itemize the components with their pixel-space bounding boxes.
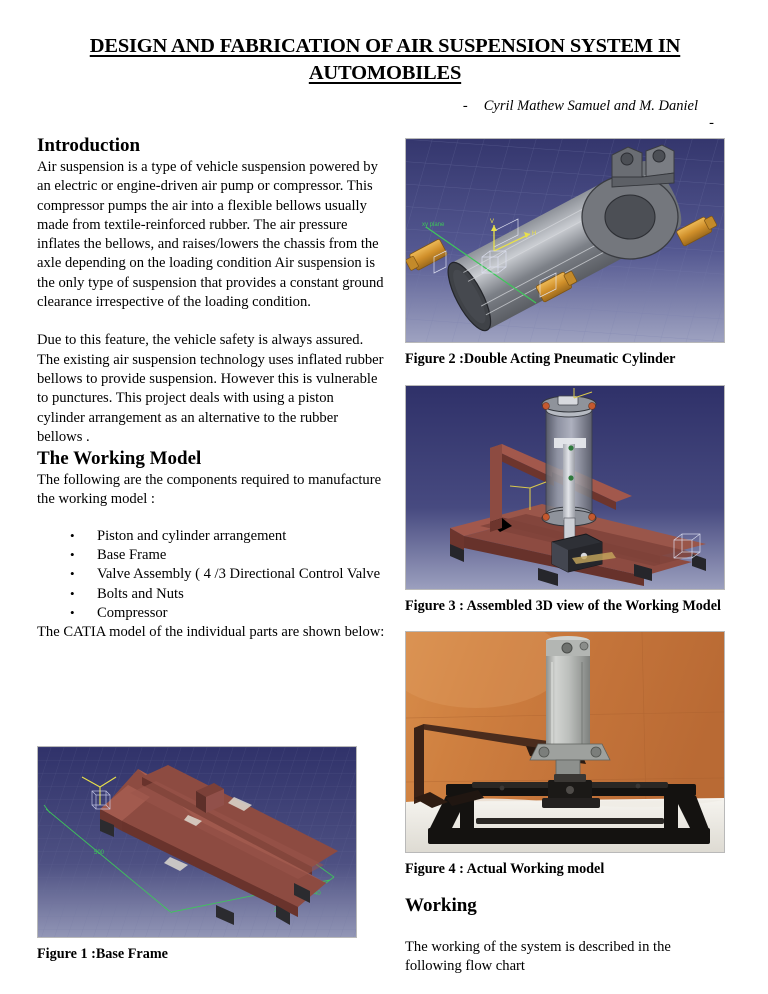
figure-4: Figure 4 : Actual Working model xyxy=(405,631,725,878)
introduction-heading: Introduction xyxy=(37,135,141,156)
byline-trailing-dash: - xyxy=(709,115,714,131)
working-paragraph: The working of the system is described i… xyxy=(405,939,671,975)
svg-text:500: 500 xyxy=(94,850,105,856)
figure-4-caption: Figure 4 : Actual Working model xyxy=(405,861,605,877)
svg-text:V: V xyxy=(490,219,494,225)
svg-text:H: H xyxy=(532,231,536,237)
left-column: Introduction Air suspension is a type of… xyxy=(37,134,385,643)
working-model-intro: The following are the components require… xyxy=(37,472,382,508)
svg-text:xy plane: xy plane xyxy=(422,222,445,228)
figure-4-image xyxy=(405,631,725,853)
working-heading: Working xyxy=(405,895,477,916)
list-item: Compressor xyxy=(70,603,385,623)
components-list: Piston and cylinder arrangement Base Fra… xyxy=(37,526,385,623)
title-block: DESIGN AND FABRICATION OF AIR SUSPENSION… xyxy=(38,33,732,131)
list-item: Piston and cylinder arrangement xyxy=(70,526,385,546)
figure-2-image: H V xy plane xyxy=(405,138,725,343)
figure-1-image: 500 250 40 xyxy=(37,746,357,938)
list-item: Valve Assembly ( 4 /3 Directional Contro… xyxy=(70,564,385,584)
list-item: Base Frame xyxy=(70,545,385,565)
byline-dash: - xyxy=(462,98,468,114)
introduction-paragraph-1: Air suspension is a type of vehicle susp… xyxy=(37,159,384,311)
working-model-heading: The Working Model xyxy=(37,448,202,470)
byline-authors: Cyril Mathew Samuel and M. Daniel xyxy=(483,98,698,114)
figure-2: H V xy plane Figure 2 :Double Acting Pne… xyxy=(405,138,725,368)
figure-1: 500 250 40 xyxy=(37,746,357,963)
introduction-paragraph-2: Due to this feature, the vehicle safety … xyxy=(37,332,384,445)
working-section: Working The working of the system is des… xyxy=(405,894,727,977)
svg-text:40: 40 xyxy=(314,891,321,897)
list-item: Bolts and Nuts xyxy=(70,584,385,604)
byline: -Cyril Mathew Samuel and M. Daniel xyxy=(38,97,732,115)
figure-3-caption: Figure 3 : Assembled 3D view of the Work… xyxy=(405,598,721,614)
figure-1-caption: Figure 1 :Base Frame xyxy=(37,946,168,962)
figure-2-caption: Figure 2 :Double Acting Pneumatic Cylind… xyxy=(405,351,676,367)
catia-note: The CATIA model of the individual parts … xyxy=(37,624,385,641)
figure-3-image xyxy=(405,385,725,590)
page-title: DESIGN AND FABRICATION OF AIR SUSPENSION… xyxy=(89,35,681,84)
figure-3: Figure 3 : Assembled 3D view of the Work… xyxy=(405,385,725,615)
